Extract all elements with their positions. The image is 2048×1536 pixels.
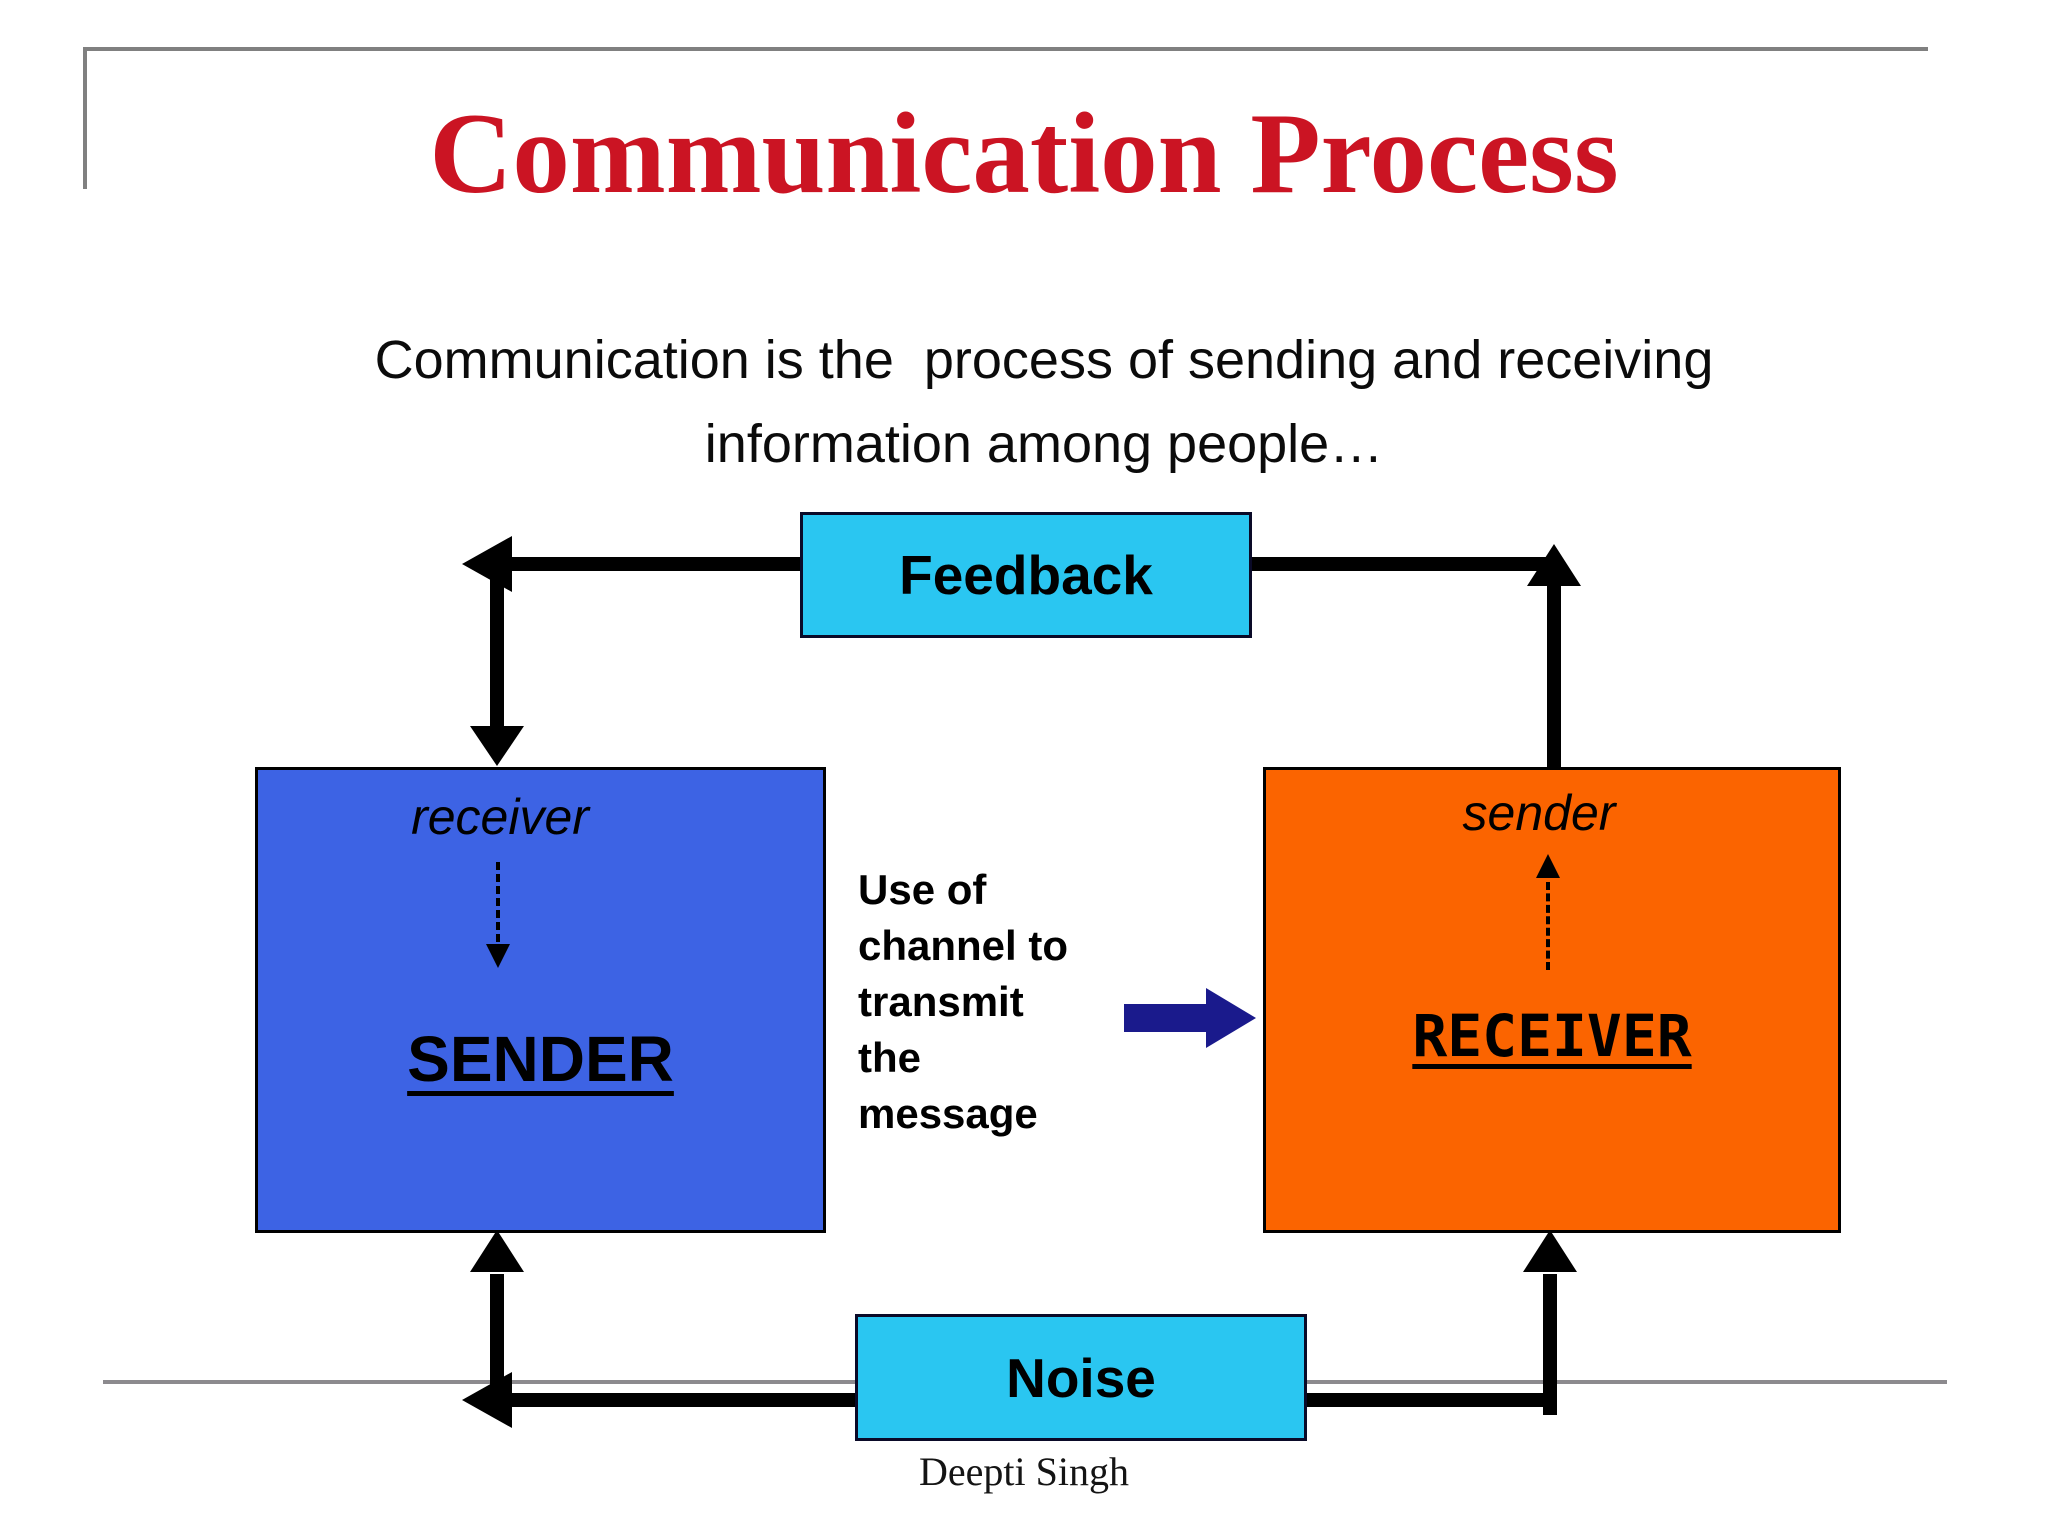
- feedback-box: Feedback: [800, 512, 1252, 638]
- noise-arrowhead-up-right-icon: [1523, 1230, 1577, 1272]
- slide-subtitle: Communication is the process of sending …: [40, 318, 2048, 486]
- feedback-arrowhead-up-icon: [1527, 544, 1581, 586]
- feedback-arrowhead-left-icon: [462, 536, 512, 592]
- slide-title: Communication Process: [429, 90, 1619, 217]
- channel-note: Use of channel to transmit the message: [858, 866, 1069, 1137]
- author-credit: Deepti Singh: [919, 1449, 1129, 1494]
- feedback-label: Feedback: [899, 544, 1153, 606]
- sender-label: SENDER: [407, 1023, 674, 1095]
- receiver-dashed-line: [1546, 882, 1550, 970]
- receiver-label: RECEIVER: [1412, 1002, 1692, 1070]
- feedback-arrowhead-down-icon: [470, 726, 524, 766]
- sender-dashed-arrowhead-down-icon: [486, 944, 510, 968]
- subtitle-line-2: information among people…: [704, 414, 1384, 474]
- left-frame-line: [83, 47, 87, 189]
- receiver-box: sender RECEIVER: [1263, 767, 1841, 1233]
- noise-label: Noise: [1006, 1346, 1156, 1409]
- feedback-line-vertical-left: [490, 566, 504, 728]
- top-frame-line: [83, 47, 1928, 51]
- noise-line-vertical-right: [1543, 1274, 1557, 1415]
- sender-dashed-line: [496, 862, 500, 942]
- channel-arrow-shaft: [1124, 1004, 1206, 1032]
- receiver-role-note: sender: [1462, 785, 1616, 841]
- sender-role-note: receiver: [411, 789, 589, 845]
- channel-arrowhead-right-icon: [1206, 988, 1256, 1048]
- receiver-dashed-arrowhead-up-icon: [1536, 854, 1560, 878]
- noise-box: Noise: [855, 1314, 1307, 1441]
- noise-line-vertical-left: [490, 1274, 504, 1415]
- feedback-line-vertical-right: [1547, 584, 1561, 768]
- sender-box: receiver SENDER: [255, 767, 826, 1233]
- noise-arrowhead-up-left-icon: [470, 1230, 524, 1272]
- subtitle-line-1: Communication is the process of sending …: [374, 330, 1714, 390]
- noise-arrowhead-left-icon: [462, 1372, 512, 1428]
